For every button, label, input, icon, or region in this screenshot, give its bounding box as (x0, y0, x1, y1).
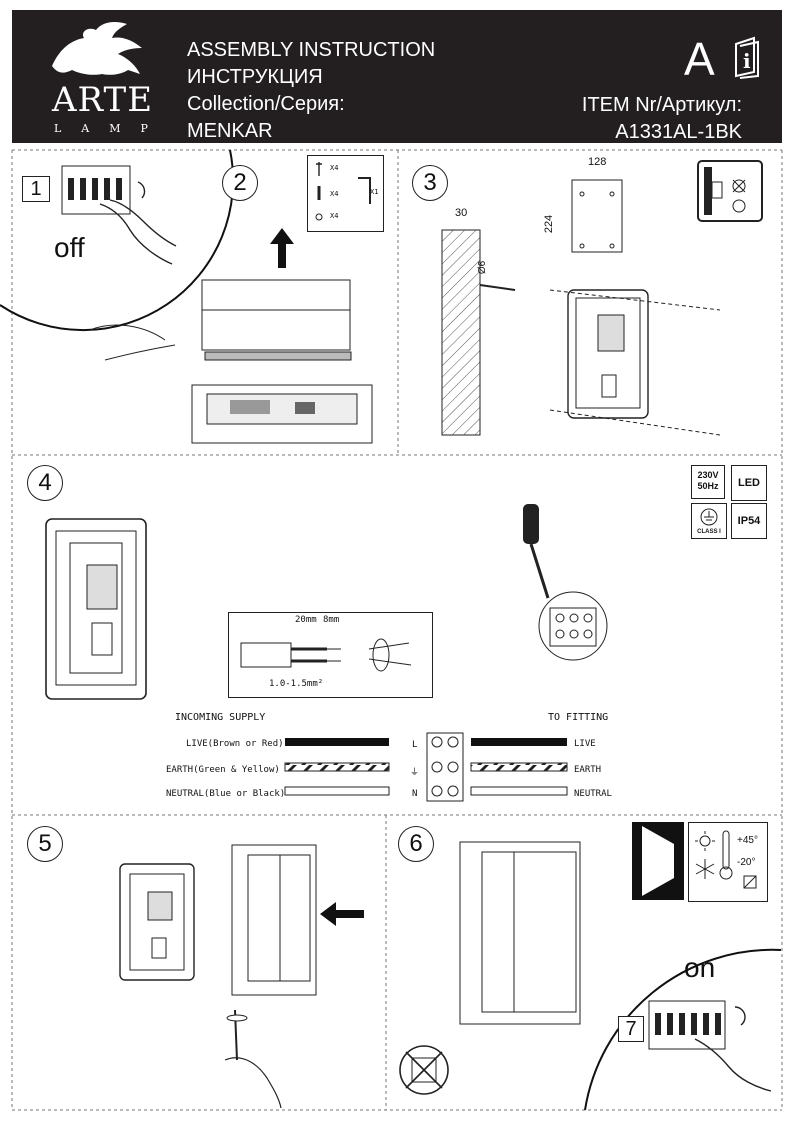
washer-icon (315, 213, 323, 221)
strip-length-8: 8mm (323, 615, 340, 625)
dim-wall-depth: 30 (455, 207, 468, 219)
header-left-text: ASSEMBLY INSTRUCTION ИНСТРУКЦИЯ Collecti… (187, 37, 435, 145)
step1-state-label: off (54, 232, 85, 263)
spec-led-box: LED (731, 465, 767, 501)
wall-bracket-symbol-icon (697, 160, 763, 222)
do-not-cover-icon (399, 1045, 449, 1095)
wire-earth-out-label: EARTH (574, 765, 602, 775)
wire-strip-diagram: 20mm 8mm 1.0-1.5mm² (228, 612, 433, 698)
svg-text:i: i (743, 49, 751, 73)
temperature-range-box: +45° -20° (688, 822, 768, 902)
step5-number: 5 (27, 826, 63, 862)
snowflake-icon (695, 859, 715, 879)
hex-key-qty: X1 (370, 188, 379, 196)
strip-length-20: 20mm (295, 615, 317, 625)
stripped-cable-icon (240, 642, 341, 668)
step3-number: 3 (412, 165, 448, 201)
up-arrow-icon (270, 228, 294, 268)
wire-live-in-label: LIVE(Brown or Red) (186, 739, 284, 749)
temp-max: +45° (737, 835, 758, 846)
wire-neutral-out-label: NEUTRAL (574, 789, 612, 799)
arte-lamp-griffin-logo (52, 22, 142, 75)
spec-voltage-box: 230V 50Hz (691, 465, 725, 499)
washer-qty: X4 (330, 212, 339, 220)
header-right-text: ITEM Nr/Артикул: A1331AL-1BK (582, 92, 742, 146)
step1-circle-outline (0, 149, 235, 332)
spec-class-box: CLASS I (691, 503, 727, 539)
spec-voltage: 230V (697, 470, 719, 480)
wiring-diagram-lines (284, 732, 568, 802)
title-en: ASSEMBLY INSTRUCTION (187, 39, 436, 61)
left-arrow-icon (320, 902, 364, 926)
collection-label: Collection/Серия: (187, 93, 345, 115)
terminal-block-off-illustration (61, 165, 177, 265)
step7-circle-outline (584, 948, 782, 1111)
earth-ground-icon (700, 508, 718, 526)
title-ru: ИНСТРУКЦИЯ (187, 66, 323, 88)
cable-gland-icon (368, 638, 412, 672)
header-letter: A (684, 33, 715, 85)
collection-name: MENKAR (187, 120, 273, 142)
temp-min: -20° (737, 857, 756, 868)
spec-class: CLASS I (697, 529, 721, 535)
item-code: A1331AL-1BK (615, 121, 742, 143)
to-fitting-heading: TO FITTING (548, 712, 609, 723)
fixture-side-illustration (231, 844, 317, 996)
header-bar: ARTE LAMP ASSEMBLY INSTRUCTION ИНСТРУКЦИ… (12, 10, 782, 143)
terminal-live-mark: L (412, 740, 418, 750)
screw-icon (316, 162, 322, 176)
wire-cross-section: 1.0-1.5mm² (269, 679, 324, 689)
no-install-icon (743, 875, 757, 889)
logo-subword: LAMP (54, 122, 168, 135)
spec-frequency: 50Hz (697, 481, 719, 491)
dim-height: 224 (543, 214, 556, 234)
dim-width: 128 (588, 156, 607, 168)
item-label: ITEM Nr/Артикул: (581, 94, 742, 116)
logo-wordmark: ARTE (52, 80, 154, 120)
info-book-icon: i (735, 36, 759, 79)
wire-earth-in-label: EARTH(Green & Yellow) (166, 765, 280, 775)
fixture-cover-removal-illustration (89, 279, 373, 444)
step4-number: 4 (27, 465, 63, 501)
sun-icon (695, 831, 715, 851)
terminal-neutral-mark: N (412, 789, 418, 799)
anchor-qty: X4 (330, 190, 339, 198)
fixture-backplate-step5-illustration (119, 863, 195, 981)
incoming-supply-heading: INCOMING SUPPLY (175, 712, 266, 723)
installed-fixture-illustration (459, 841, 581, 1025)
fixture-back-plate-illustration (45, 518, 147, 700)
step7-state-label: on (684, 952, 716, 983)
wall-mounting-illustration (441, 179, 721, 436)
wire-neutral-in-label: NEUTRAL(Blue or Black) (166, 789, 286, 799)
hex-key-icon (358, 177, 371, 204)
light-direction-icon (632, 822, 684, 900)
step7-number-box: 7 (618, 1016, 644, 1042)
wire-live-out-label: LIVE (574, 739, 596, 749)
thermometer-icon (719, 830, 733, 880)
terminal-earth-mark: ⏚ (410, 768, 420, 778)
step2-number: 2 (222, 165, 258, 201)
step1-number-box: 1 (22, 176, 50, 202)
spec-ip-box: IP54 (731, 503, 767, 539)
screw-qty: X4 (330, 164, 339, 172)
dim-hole-diameter: Ø6 (477, 260, 489, 275)
anchor-icon (317, 186, 321, 200)
hand-screw-illustration (224, 1009, 282, 1109)
step6-number: 6 (398, 826, 434, 862)
hardware-kit-box: X4 X4 X4 X1 (307, 155, 384, 232)
terminal-block-on-illustration (648, 1000, 772, 1092)
screwdriver-terminal-illustration (523, 504, 608, 661)
